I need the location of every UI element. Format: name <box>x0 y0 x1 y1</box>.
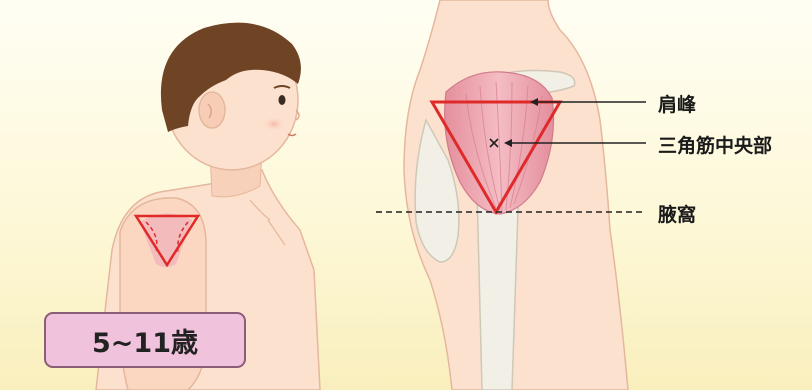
age-badge-label: 5~11歳 <box>92 321 198 360</box>
shoulder-anatomy <box>376 0 812 390</box>
age-badge: 5~11歳 <box>44 312 246 368</box>
child-eye <box>279 95 286 105</box>
child-ear <box>199 92 225 128</box>
acromion-label: 肩峰 <box>658 90 696 117</box>
axilla-label: 腋窩 <box>658 200 696 227</box>
deltoid-center-label: 三角筋中央部 <box>658 131 772 158</box>
